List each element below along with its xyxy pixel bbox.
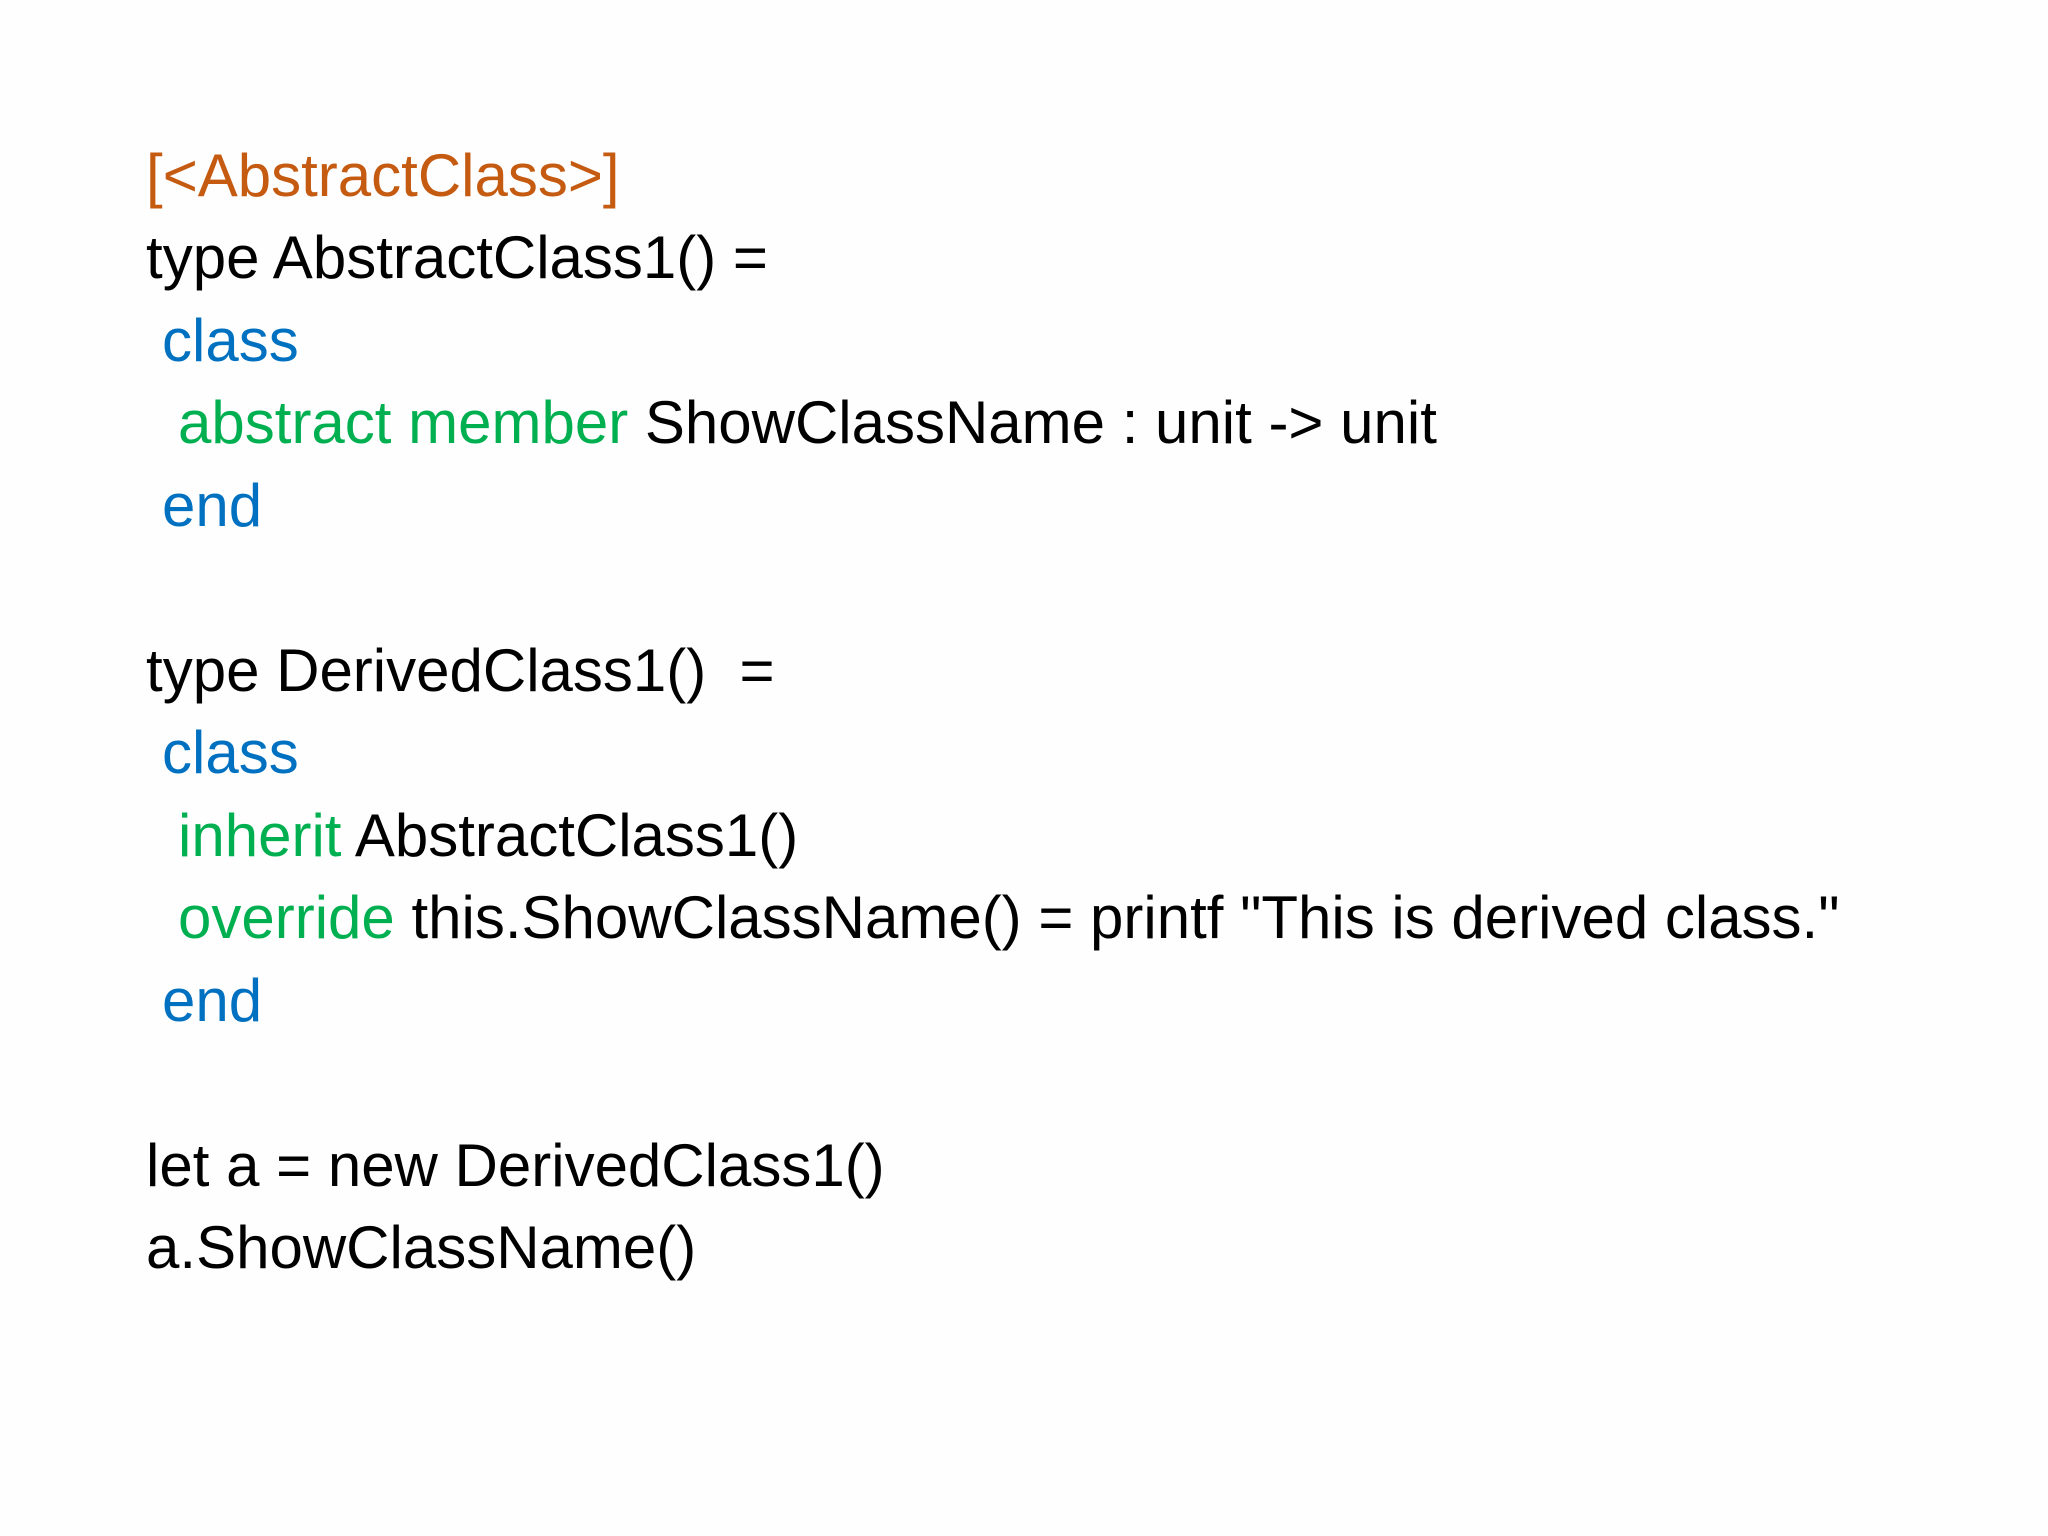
code-line-class-1: class: [46, 217, 1840, 374]
code-line-abstract-member: abstract member ShowClassName : unit -> …: [46, 300, 1840, 456]
method-call: a.ShowClassName(): [146, 1214, 697, 1281]
code-line-inherit: inherit AbstractClass1(): [46, 712, 1840, 869]
code-line-call: a.ShowClassName(): [46, 1125, 1840, 1281]
inherit-target: AbstractClass1(): [341, 801, 799, 869]
type-declaration-abstract: type AbstractClass1() =: [146, 224, 768, 291]
abstract-member-signature: ShowClassName : unit -> unit: [628, 389, 1437, 456]
code-line-let: let a = new DerivedClass1(): [46, 1042, 1840, 1199]
let-binding: let a = new DerivedClass1(): [146, 1131, 885, 1199]
code-line-override: override this.ShowClassName() = printf "…: [46, 795, 1840, 951]
code-line-end-1: end: [46, 382, 1840, 539]
keyword-end: end: [162, 966, 263, 1034]
type-declaration-derived: type DerivedClass1() =: [146, 636, 775, 704]
code-line-class-2: class: [46, 630, 1840, 786]
keyword-class: class: [162, 719, 299, 786]
keyword-inherit: inherit: [178, 801, 342, 869]
keyword-abstract-member: abstract member: [178, 389, 629, 456]
code-line-type2: type DerivedClass1() =: [46, 547, 1840, 704]
code-line-end-2: end: [46, 877, 1840, 1034]
keyword-override: override: [178, 884, 395, 951]
blank-line: [46, 960, 1840, 1043]
override-body: this.ShowClassName() = printf "This is d…: [394, 884, 1840, 951]
code-line-attribute: [<AbstractClass>]: [46, 52, 1840, 209]
keyword-class: class: [162, 306, 299, 374]
abstract-class-attribute: [<AbstractClass>]: [146, 141, 620, 209]
code-line-type1: type AbstractClass1() =: [46, 135, 1840, 291]
blank-line: [46, 465, 1840, 548]
code-listing: [<AbstractClass>] type AbstractClass1() …: [46, 52, 1840, 1282]
keyword-end: end: [162, 471, 263, 539]
